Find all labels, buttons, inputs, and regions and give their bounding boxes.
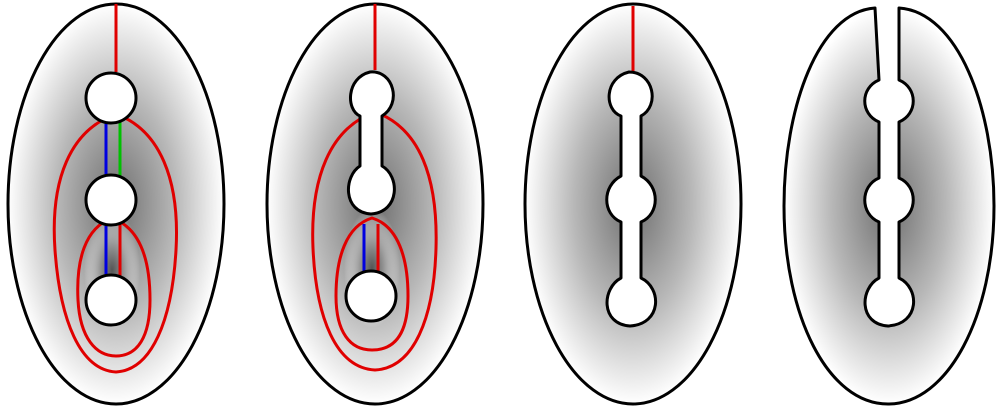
panel-4-surface xyxy=(784,8,994,404)
panel-1-hole-middle xyxy=(86,175,136,225)
panel-2-hole-bottom xyxy=(346,271,396,321)
panel-1 xyxy=(8,4,224,404)
panel-2 xyxy=(267,4,483,404)
panel-3-merged-hole xyxy=(607,72,656,326)
panel-4 xyxy=(784,8,994,404)
panel-3 xyxy=(525,4,741,404)
panel-1-hole-top xyxy=(86,73,136,123)
panel-1-hole-bottom xyxy=(86,275,136,325)
